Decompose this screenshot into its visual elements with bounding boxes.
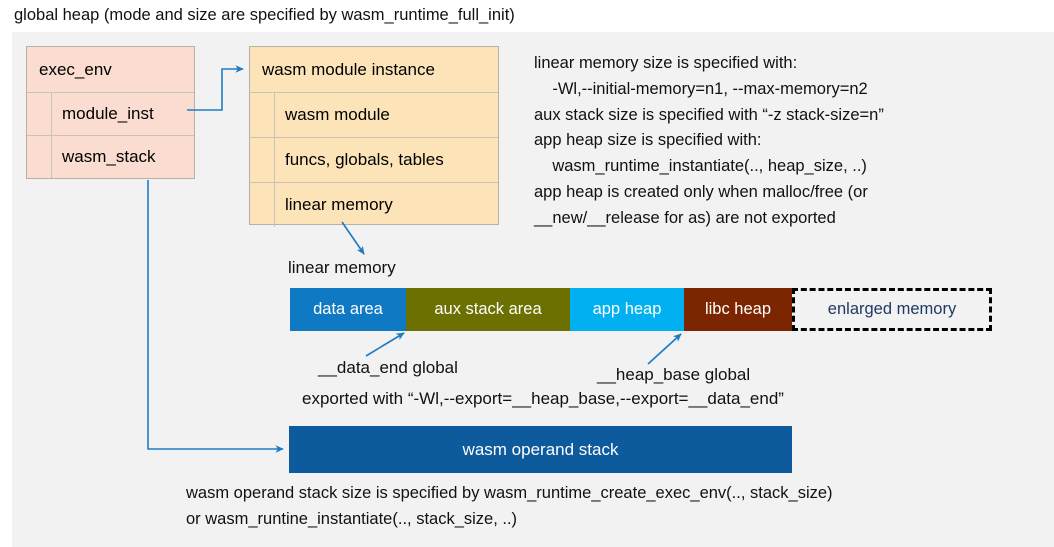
memory-segment-label: data area [313, 300, 383, 318]
indent-spacer [250, 93, 275, 137]
module-inst-row-label: wasm module instance [262, 59, 435, 79]
annotation-exported-with: exported with “-Wl,--export=__heap_base,… [302, 389, 784, 408]
indent-spacer [250, 183, 275, 227]
exec-env-row-label: wasm_stack [62, 147, 156, 166]
exec-env-row-wasm-stack: wasm_stack [27, 135, 194, 178]
exec-env-row-label: module_inst [62, 104, 154, 123]
annotation-data-end-global: __data_end global [318, 358, 458, 377]
exec-env-row-title: exec_env [27, 47, 194, 92]
wasm-operand-stack-box: wasm operand stack [289, 426, 792, 473]
exec-env-row-module-inst: module_inst [27, 92, 194, 135]
memory-segment-label: enlarged memory [827, 300, 957, 318]
memory-segment-data-area: data area [290, 288, 406, 331]
wasm-operand-stack-label: wasm operand stack [462, 439, 619, 459]
memory-segment-libc-heap: libc heap [684, 288, 792, 331]
module-inst-row-title: wasm module instance [250, 47, 498, 92]
indent-spacer [250, 138, 275, 182]
annotation-heap-base-global: __heap_base global [597, 365, 751, 384]
indent-spacer [27, 93, 52, 135]
wasm-module-instance-box: wasm module instance wasm module funcs, … [249, 46, 499, 227]
memory-segment-label: libc heap [704, 300, 772, 318]
memory-segment-label: aux stack area [434, 300, 542, 318]
module-inst-row-linear-memory: linear memory [250, 182, 498, 227]
memory-segment-aux-stack-area: aux stack area [406, 288, 570, 331]
module-inst-row-label: wasm module [285, 105, 390, 124]
page-title: global heap (mode and size are specified… [14, 6, 515, 24]
indent-spacer [27, 136, 52, 178]
module-inst-row-funcs-globals-tables: funcs, globals, tables [250, 137, 498, 182]
linear-memory-bar: data area aux stack area app heap libc h… [290, 288, 992, 331]
memory-segment-enlarged-memory: enlarged memory [792, 288, 992, 331]
memory-segment-label: app heap [592, 300, 662, 318]
memory-segment-app-heap: app heap [570, 288, 684, 331]
module-inst-row-label: linear memory [285, 195, 393, 214]
module-inst-row-wasm-module: wasm module [250, 92, 498, 137]
linear-memory-caption: linear memory [288, 258, 396, 277]
exec-env-row-label: exec_env [39, 59, 112, 79]
linear-memory-notes: linear memory size is specified with: -W… [534, 54, 884, 227]
operand-stack-notes: wasm operand stack size is specified by … [186, 484, 833, 528]
module-inst-row-label: funcs, globals, tables [285, 150, 444, 169]
exec-env-box: exec_env module_inst wasm_stack [26, 46, 195, 179]
